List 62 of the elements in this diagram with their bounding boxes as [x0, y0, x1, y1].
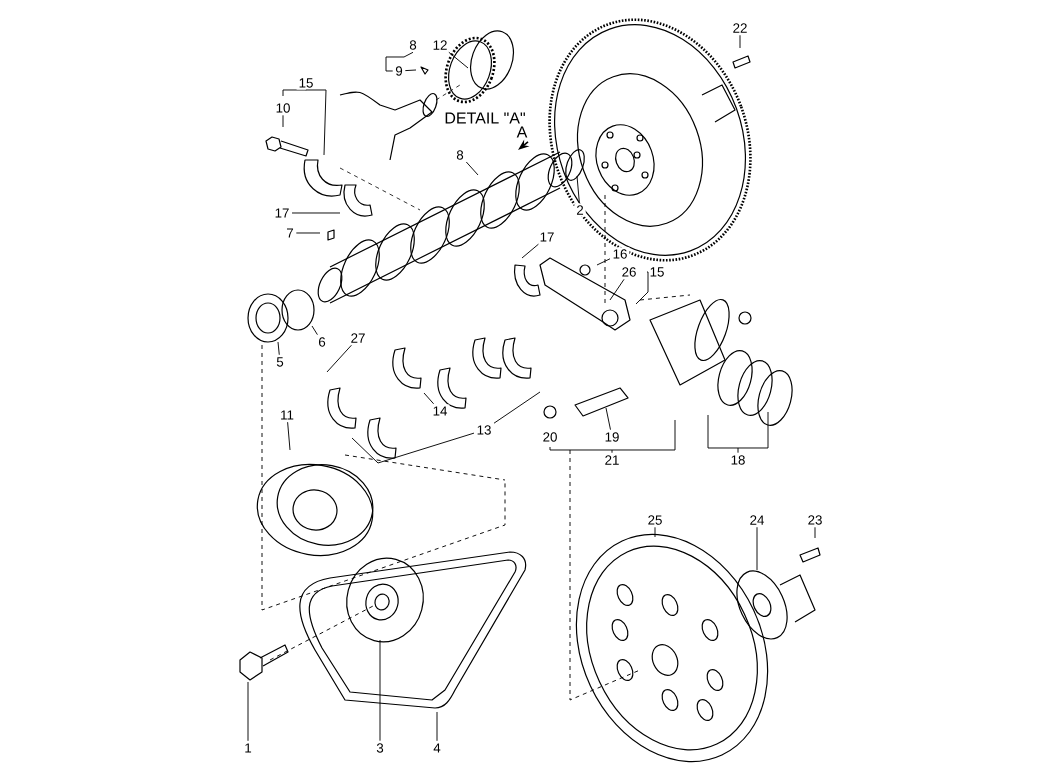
callout-number: 6 — [316, 335, 328, 349]
leader-line — [493, 391, 541, 424]
leader-line — [635, 271, 649, 305]
callout-number: 17 — [272, 206, 292, 220]
leader-line — [609, 278, 625, 301]
leader-line — [247, 681, 249, 742]
callout-number: 23 — [805, 513, 825, 527]
callout-number: 11 — [278, 408, 296, 422]
leader-line — [737, 411, 769, 454]
callout-number: 27 — [348, 331, 368, 345]
callout-number: 15 — [296, 76, 316, 90]
callout-number: 2 — [574, 203, 586, 217]
callout-number: 19 — [602, 430, 622, 444]
callout-number: 26 — [619, 265, 639, 279]
leader-line — [351, 432, 475, 464]
callout-number: 4 — [431, 741, 443, 755]
callout-number: 8 — [407, 38, 419, 52]
leader-line — [423, 392, 435, 405]
callout-number: 10 — [273, 101, 293, 115]
leader-line — [379, 639, 381, 742]
leader-line — [305, 89, 327, 156]
leader-line — [295, 232, 321, 234]
callout-number: 22 — [730, 21, 750, 35]
leader-line — [287, 421, 291, 451]
callout-number: 24 — [747, 513, 767, 527]
callout-number: 1 — [242, 741, 254, 755]
callout-number: 20 — [540, 430, 560, 444]
leader-line — [385, 51, 414, 72]
callout-number: 7 — [284, 226, 296, 240]
detail-label: DETAIL "A" — [445, 112, 525, 124]
leader-line — [282, 114, 284, 128]
callout-number: 15 — [647, 265, 667, 279]
leader-line — [404, 69, 417, 72]
leader-line — [611, 419, 676, 454]
leader-line — [448, 51, 469, 69]
callout-number: 12 — [430, 38, 450, 52]
callout-number: 14 — [430, 404, 450, 418]
leader-line — [739, 34, 741, 49]
callout-number: 3 — [374, 741, 386, 755]
leader-line — [654, 526, 656, 538]
callout-number: 25 — [645, 513, 665, 527]
leader-line — [521, 243, 539, 259]
leader-line — [436, 711, 438, 742]
callout-number: 5 — [274, 355, 286, 369]
callout-number: 21 — [602, 453, 622, 467]
callout-number: 16 — [610, 247, 630, 261]
callout-number: 8 — [454, 148, 466, 162]
leader-line — [576, 175, 580, 204]
leader-line — [814, 526, 816, 539]
detail-label: A — [516, 126, 528, 138]
callout-number: 9 — [393, 64, 405, 78]
leader-line — [465, 161, 479, 176]
callout-number: 18 — [728, 453, 748, 467]
leader-line — [596, 258, 611, 266]
leader-line — [277, 341, 280, 356]
leader-line — [756, 526, 758, 571]
leader-line — [326, 344, 352, 373]
leader-line — [311, 325, 318, 336]
leader-line — [291, 212, 341, 214]
callout-number: 17 — [537, 230, 557, 244]
callout-number: 13 — [474, 423, 494, 437]
leader-line — [605, 407, 611, 431]
